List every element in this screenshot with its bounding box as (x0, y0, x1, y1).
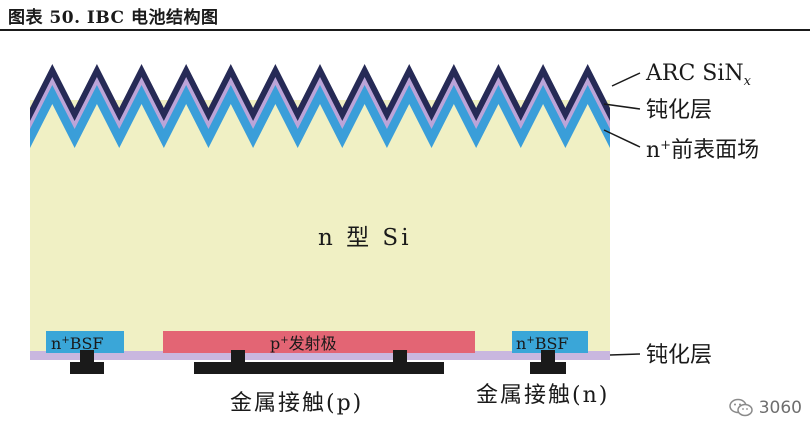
p-emitter-label: p+发射极 (270, 334, 337, 353)
leader-passivation-bottom (609, 353, 641, 356)
leader-arc (611, 72, 641, 87)
bsf-left-label: n+BSF (51, 334, 104, 353)
metal-contact-n-right (530, 350, 566, 374)
bsf-right-label: n+BSF (516, 334, 569, 353)
leader-passivation-top (603, 103, 641, 110)
n-type-silicon-label: n 型 Si (318, 225, 412, 251)
silicon-body-top (30, 104, 610, 200)
front-field-label: n+前表面场 (646, 138, 759, 163)
watermark-text: 3060 (758, 398, 802, 418)
wechat-icon (728, 398, 753, 417)
bsf-left-region (46, 331, 124, 353)
watermark: 3060 (728, 398, 802, 418)
rear-passivation-layer (30, 351, 610, 360)
leader-front-field (603, 129, 641, 148)
metal-contact-n-left (70, 350, 104, 374)
p-emitter-region (163, 331, 475, 353)
metal-contact-p (194, 350, 444, 374)
title-rule (0, 29, 810, 31)
figure-title: 图表 50. IBC 电池结构图 (8, 8, 219, 28)
metal-contact-n-label: 金属接触(n) (476, 383, 609, 408)
passivation-top-label: 钝化层 (646, 98, 712, 123)
metal-contact-p-label: 金属接触(p) (230, 391, 363, 416)
arc-sinx-label: ARC SiNx (645, 61, 752, 89)
bsf-right-region (512, 331, 588, 353)
passivation-bottom-label: 钝化层 (646, 343, 712, 368)
